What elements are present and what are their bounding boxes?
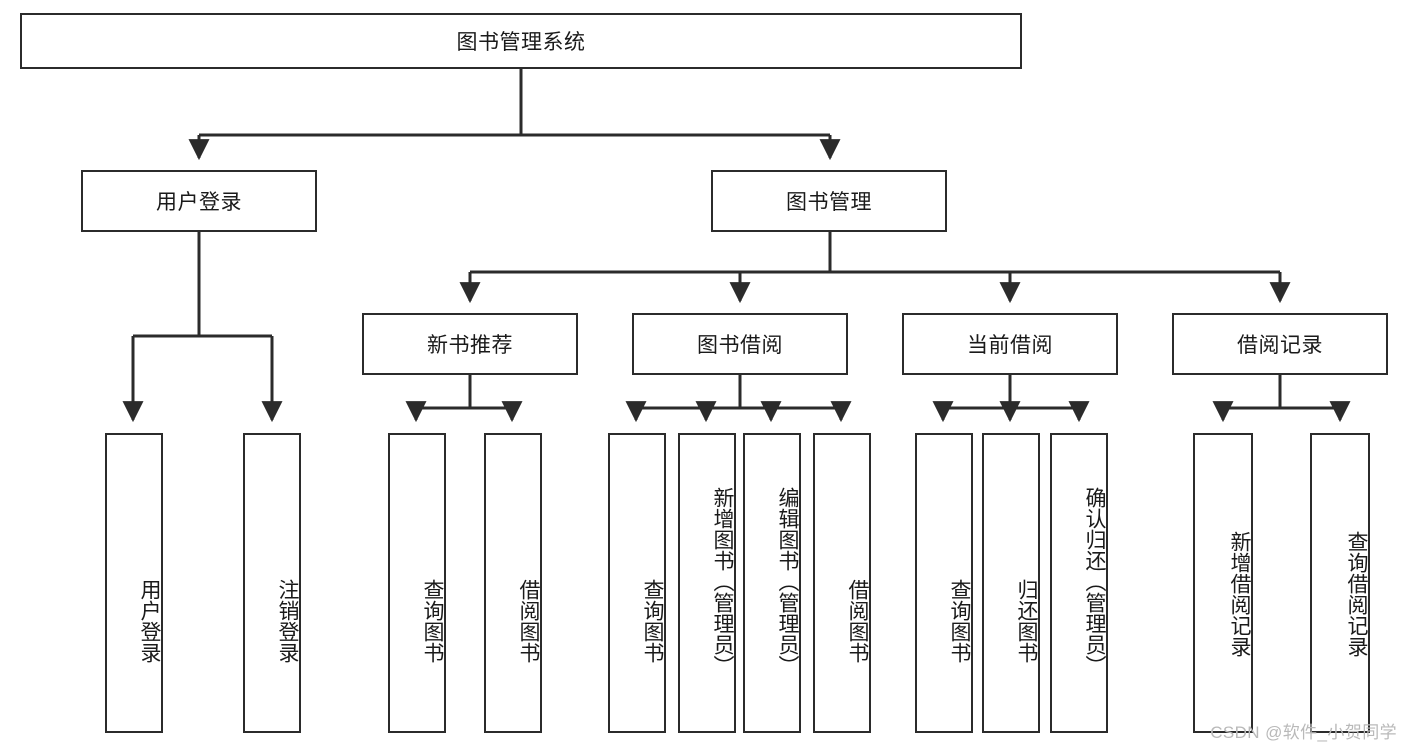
node-label: 用户登录	[156, 191, 242, 214]
node-label: 查询图书	[641, 578, 664, 663]
node-label: 新增借阅记录	[1228, 531, 1251, 657]
node-leaf-query-book-2[interactable]: 查询图书	[608, 433, 666, 733]
node-label: 图书借阅	[697, 334, 783, 357]
node-label: 借阅图书	[517, 578, 540, 663]
node-current-borrow[interactable]: 当前借阅	[902, 313, 1118, 375]
node-label: 用户登录	[138, 578, 161, 663]
node-leaf-user-login[interactable]: 用户登录	[105, 433, 163, 733]
node-label: 查询借阅记录	[1345, 531, 1368, 657]
node-new-book-recommend[interactable]: 新书推荐	[362, 313, 578, 375]
node-label: 新书推荐	[427, 334, 513, 357]
node-leaf-query-book-3[interactable]: 查询图书	[915, 433, 973, 733]
node-label: 图书管理系统	[456, 31, 586, 54]
watermark-text: CSDN @软件_小贺同学	[1210, 723, 1397, 742]
node-label: 查询图书	[948, 578, 971, 663]
node-label: 借阅记录	[1237, 334, 1323, 357]
node-leaf-query-book-1[interactable]: 查询图书	[388, 433, 446, 733]
node-label: 确认归还（管理员）	[1083, 486, 1106, 676]
node-book-management[interactable]: 图书管理	[711, 170, 947, 232]
node-leaf-return-book[interactable]: 归还图书	[982, 433, 1040, 733]
node-label: 归还图书	[1015, 578, 1038, 663]
node-leaf-confirm-return[interactable]: 确认归还（管理员）	[1050, 433, 1108, 733]
node-label: 编辑图书（管理员）	[776, 486, 799, 676]
node-root-book-management-system[interactable]: 图书管理系统	[20, 13, 1022, 69]
node-leaf-borrow-book-2[interactable]: 借阅图书	[813, 433, 871, 733]
node-user-login[interactable]: 用户登录	[81, 170, 317, 232]
node-label: 当前借阅	[967, 334, 1053, 357]
node-leaf-add-record[interactable]: 新增借阅记录	[1193, 433, 1253, 733]
node-leaf-add-book[interactable]: 新增图书（管理员）	[678, 433, 736, 733]
node-book-borrow[interactable]: 图书借阅	[632, 313, 848, 375]
node-label: 注销登录	[276, 578, 299, 663]
node-leaf-borrow-book-1[interactable]: 借阅图书	[484, 433, 542, 733]
node-leaf-query-record[interactable]: 查询借阅记录	[1310, 433, 1370, 733]
node-leaf-logout-login[interactable]: 注销登录	[243, 433, 301, 733]
node-leaf-edit-book[interactable]: 编辑图书（管理员）	[743, 433, 801, 733]
node-borrow-record[interactable]: 借阅记录	[1172, 313, 1388, 375]
node-label: 图书管理	[786, 191, 872, 214]
node-label: 查询图书	[421, 578, 444, 663]
node-label: 新增图书（管理员）	[711, 486, 734, 676]
node-label: 借阅图书	[846, 578, 869, 663]
